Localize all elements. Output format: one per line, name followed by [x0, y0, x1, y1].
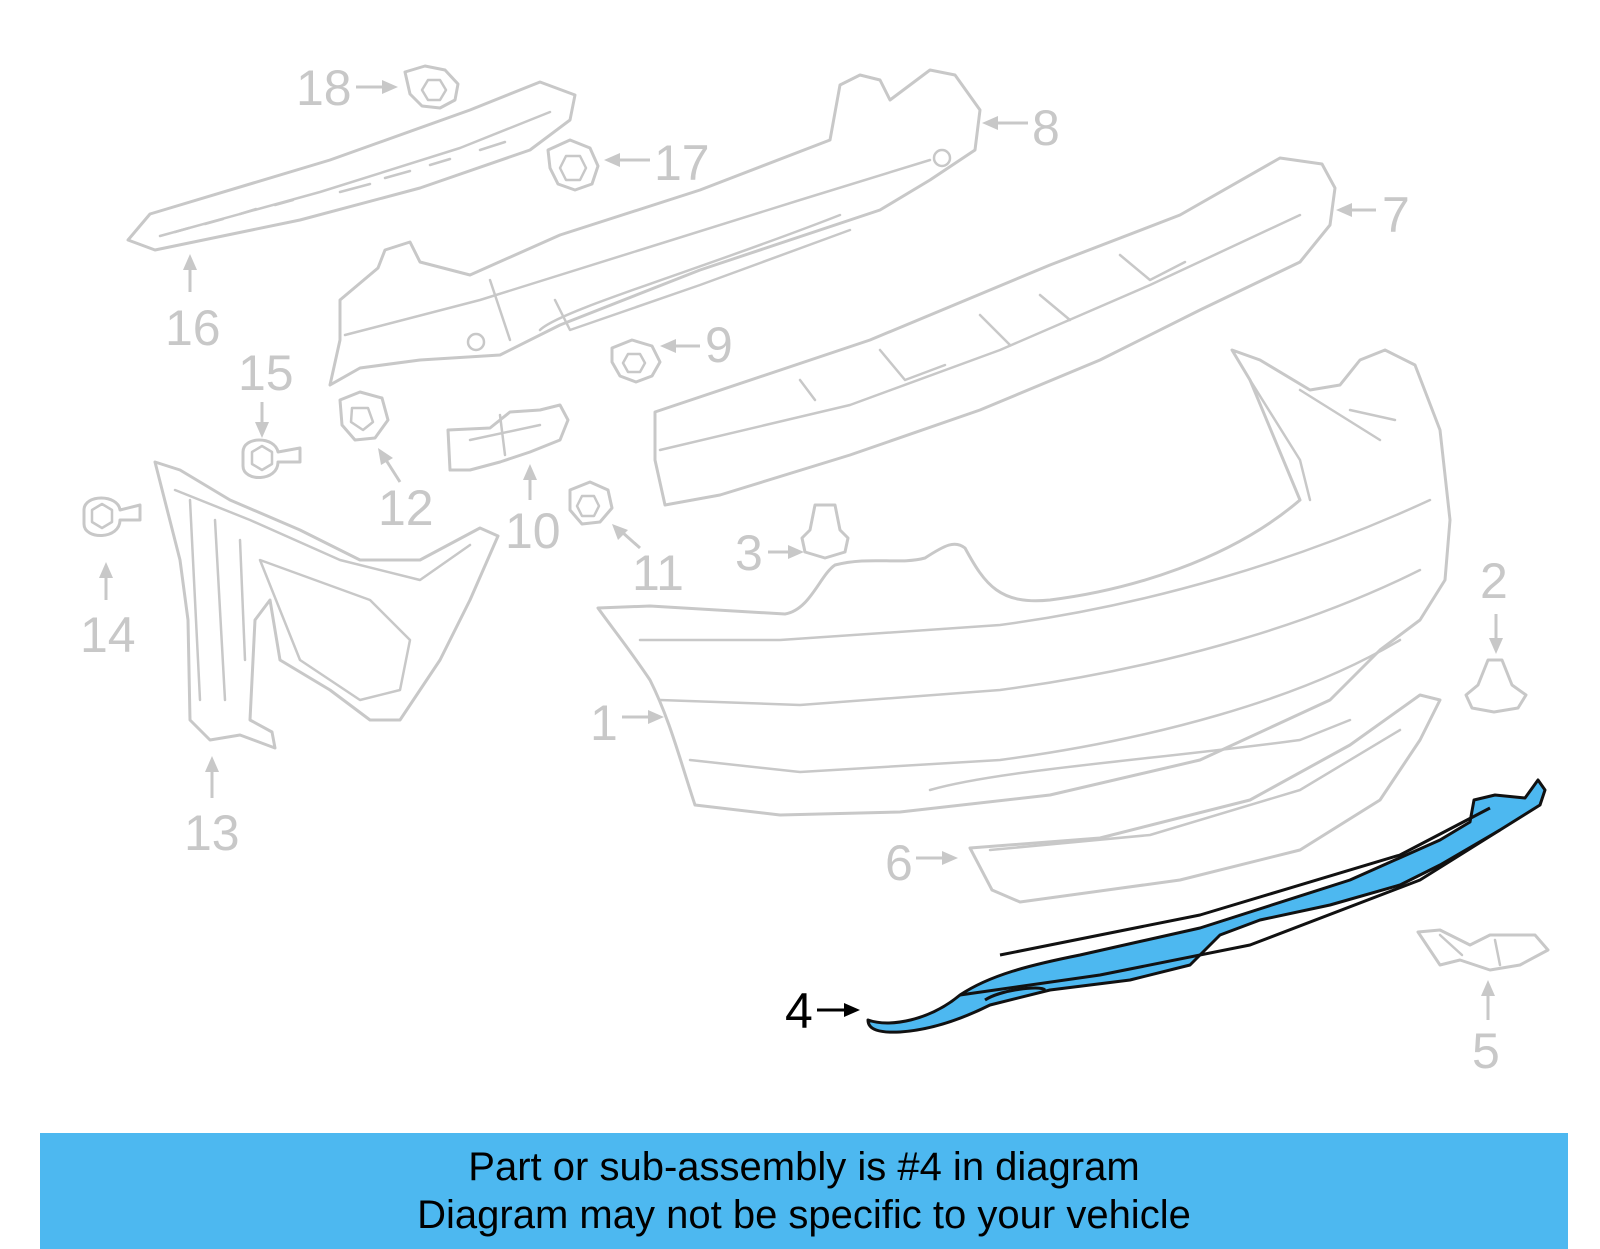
callout-15: 15 — [238, 345, 294, 438]
part-10-bracket — [446, 403, 570, 472]
callout-12: 12 — [378, 448, 434, 536]
part-7-absorber — [653, 156, 1337, 507]
callout-13: 13 — [184, 756, 240, 861]
svg-text:16: 16 — [165, 300, 221, 356]
svg-text:3: 3 — [735, 525, 763, 581]
callout-3: 3 — [735, 525, 804, 581]
part-14-bolt — [82, 496, 142, 537]
part-4-valance-highlighted — [866, 778, 1547, 1034]
part-5-bracket — [1416, 928, 1550, 972]
callout-10: 10 — [505, 464, 561, 559]
callout-7: 7 — [1336, 187, 1410, 243]
svg-text:1: 1 — [590, 695, 618, 751]
callout-8: 8 — [982, 100, 1060, 156]
part-15-bolt — [241, 438, 302, 479]
callout-1: 1 — [590, 695, 664, 751]
callout-16: 16 — [165, 254, 221, 356]
part-13-side-bracket — [153, 460, 500, 750]
part-11-clip — [568, 480, 614, 526]
svg-text:9: 9 — [705, 317, 733, 373]
part-12-clip — [338, 390, 390, 442]
svg-text:8: 8 — [1032, 100, 1060, 156]
svg-text:13: 13 — [184, 805, 240, 861]
banner-line-1: Part or sub-assembly is #4 in diagram — [468, 1145, 1140, 1189]
svg-text:10: 10 — [505, 503, 561, 559]
svg-text:12: 12 — [378, 480, 434, 536]
banner-line-2: Diagram may not be specific to your vehi… — [417, 1193, 1191, 1237]
callout-4-highlighted: 4 — [785, 983, 860, 1039]
svg-text:14: 14 — [80, 607, 136, 663]
part-9-clip — [610, 338, 662, 384]
svg-text:18: 18 — [296, 60, 352, 116]
part-16-bracket — [126, 80, 577, 252]
svg-text:5: 5 — [1472, 1023, 1500, 1079]
svg-text:11: 11 — [632, 545, 684, 601]
callout-5: 5 — [1472, 980, 1500, 1079]
svg-text:15: 15 — [238, 345, 294, 401]
part-6-trim — [928, 693, 1442, 904]
svg-text:4: 4 — [785, 983, 813, 1039]
callout-2: 2 — [1480, 553, 1508, 654]
callout-9: 9 — [660, 317, 733, 373]
callout-6: 6 — [885, 835, 958, 891]
part-8-beam — [328, 68, 982, 387]
part-2-clip — [1464, 658, 1528, 714]
callout-17: 17 — [604, 135, 710, 191]
part-18-clip — [403, 64, 460, 110]
part-1-bumper-cover — [596, 348, 1452, 817]
info-banner: Part or sub-assembly is #4 in diagram Di… — [40, 1133, 1568, 1249]
svg-text:6: 6 — [885, 835, 913, 891]
svg-text:7: 7 — [1382, 187, 1410, 243]
part-3-clip — [800, 503, 850, 560]
part-17-clip — [546, 138, 600, 192]
callout-11: 11 — [612, 524, 684, 601]
callout-18: 18 — [296, 60, 398, 116]
callout-14: 14 — [80, 562, 136, 663]
svg-text:2: 2 — [1480, 553, 1508, 609]
svg-text:17: 17 — [654, 135, 710, 191]
